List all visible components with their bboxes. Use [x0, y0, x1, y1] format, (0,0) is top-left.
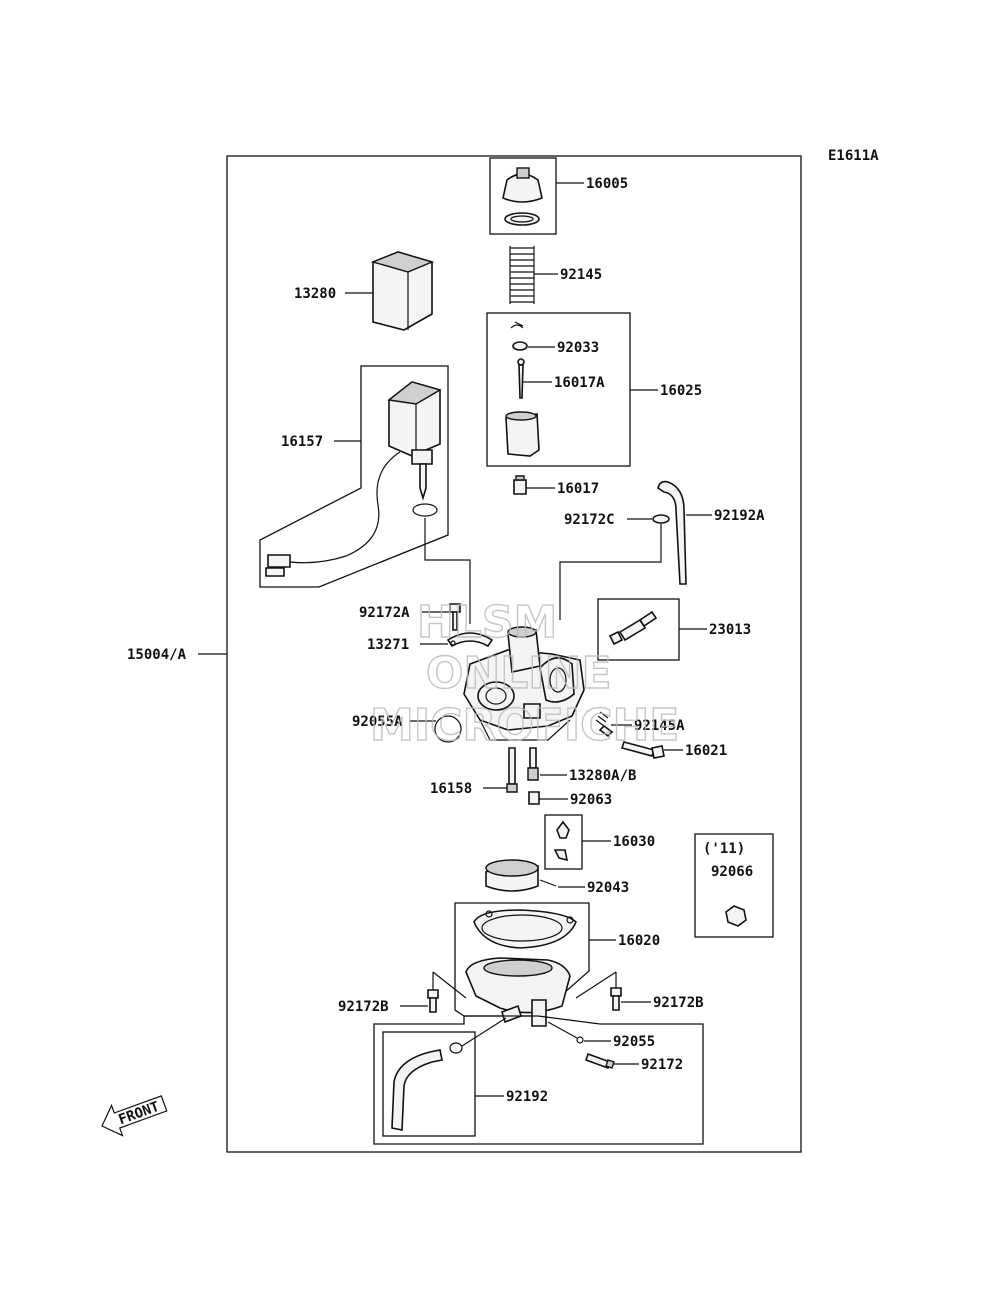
part-92172C-washer[interactable]: 92172C [559, 512, 670, 620]
svg-text:23013: 23013 [709, 622, 751, 638]
svg-text:16021: 16021 [685, 743, 727, 759]
svg-text:13280: 13280 [294, 286, 336, 302]
part-13280AB-needle[interactable]: 13280A/B [527, 747, 636, 784]
part-92172B-left[interactable]: 92172B [338, 971, 467, 1015]
svg-text:92055: 92055 [613, 1034, 655, 1050]
part-92192-hose[interactable]: 92192 [391, 1017, 548, 1131]
svg-text:92063: 92063 [570, 792, 612, 808]
watermark-line-3: MICROFICHE [370, 700, 679, 751]
callout-15004A[interactable]: 15004/A [127, 647, 227, 663]
diagram-code: E1611A [828, 148, 879, 164]
part-16157-choke[interactable]: 16157 [259, 365, 449, 588]
part-92192A-hose[interactable]: 92192A [657, 480, 765, 585]
svg-text:92145A: 92145A [634, 718, 685, 734]
part-92043-pin[interactable]: 92043 [539, 879, 629, 896]
svg-text:92172C: 92172C [564, 512, 615, 528]
svg-text:92145: 92145 [560, 267, 602, 283]
part-16158-jet[interactable]: 16158 [430, 747, 518, 797]
svg-text:13280A/B: 13280A/B [569, 768, 636, 784]
svg-text:92172: 92172 [641, 1057, 683, 1073]
part-92172B-right[interactable]: 92172B [575, 971, 704, 1011]
watermark-line-1: HLSM [417, 597, 557, 648]
svg-text:92055A: 92055A [352, 714, 403, 730]
watermark-line-2: ONLINE [426, 648, 612, 699]
svg-text:16017: 16017 [557, 481, 599, 497]
svg-text:16157: 16157 [281, 434, 323, 450]
front-label: FRONT [117, 1099, 162, 1128]
svg-text:92172B: 92172B [338, 999, 389, 1015]
part-16005-cap[interactable]: 16005 [489, 157, 628, 235]
part-92066-cap-2011[interactable]: ('11) 92066 [694, 833, 774, 938]
part-carburetor-body [463, 626, 585, 741]
part-92145A-spring[interactable]: 92145A [595, 711, 685, 738]
svg-text:16030: 16030 [613, 834, 655, 850]
part-drain-group [373, 1015, 704, 1145]
part-92172A-screw[interactable]: 92172A [359, 603, 461, 631]
part-92172-screw[interactable]: 92172 [584, 1052, 683, 1073]
svg-text:16005: 16005 [586, 176, 628, 192]
part-16020-chamber[interactable]: 16020 [454, 902, 660, 1027]
svg-text:92192A: 92192A [714, 508, 765, 524]
part-16030-valve[interactable]: 16030 [544, 814, 655, 870]
part-92033-clip[interactable]: 92033 [510, 321, 599, 356]
watermark: HLSM ONLINE MICROFICHE [369, 596, 680, 751]
svg-text:('11): ('11) [703, 841, 745, 857]
part-16017A-needle[interactable]: 16017A [505, 358, 605, 457]
part-92055-oring[interactable]: 92055 [547, 1021, 655, 1050]
leader-choke [424, 518, 471, 624]
svg-text:92066: 92066 [711, 864, 753, 880]
svg-text:16020: 16020 [618, 933, 660, 949]
part-92055A-oring[interactable]: 92055A [352, 714, 462, 743]
svg-text:92192: 92192 [506, 1089, 548, 1105]
svg-text:92172A: 92172A [359, 605, 410, 621]
svg-text:16158: 16158 [430, 781, 472, 797]
part-16021-screw[interactable]: 16021 [620, 741, 727, 759]
part-float [485, 859, 539, 892]
svg-text:16017A: 16017A [554, 375, 605, 391]
svg-text:92033: 92033 [557, 340, 599, 356]
svg-text:92043: 92043 [587, 880, 629, 896]
front-arrow: FRONT [101, 1095, 168, 1137]
svg-text:92172B: 92172B [653, 995, 704, 1011]
part-13280-cover[interactable]: 13280 [294, 251, 435, 331]
svg-text:15004/A: 15004/A [127, 647, 187, 663]
part-23013-switch[interactable]: 23013 [597, 598, 751, 661]
part-92063-nut[interactable]: 92063 [528, 791, 612, 808]
part-16025-group[interactable]: 16025 [486, 312, 702, 467]
svg-text:16025: 16025 [660, 383, 702, 399]
svg-text:13271: 13271 [367, 637, 409, 653]
part-13271-plate[interactable]: 13271 [367, 632, 494, 653]
part-92145-spring[interactable]: 92145 [509, 246, 602, 304]
part-16017-jet[interactable]: 16017 [513, 475, 599, 497]
